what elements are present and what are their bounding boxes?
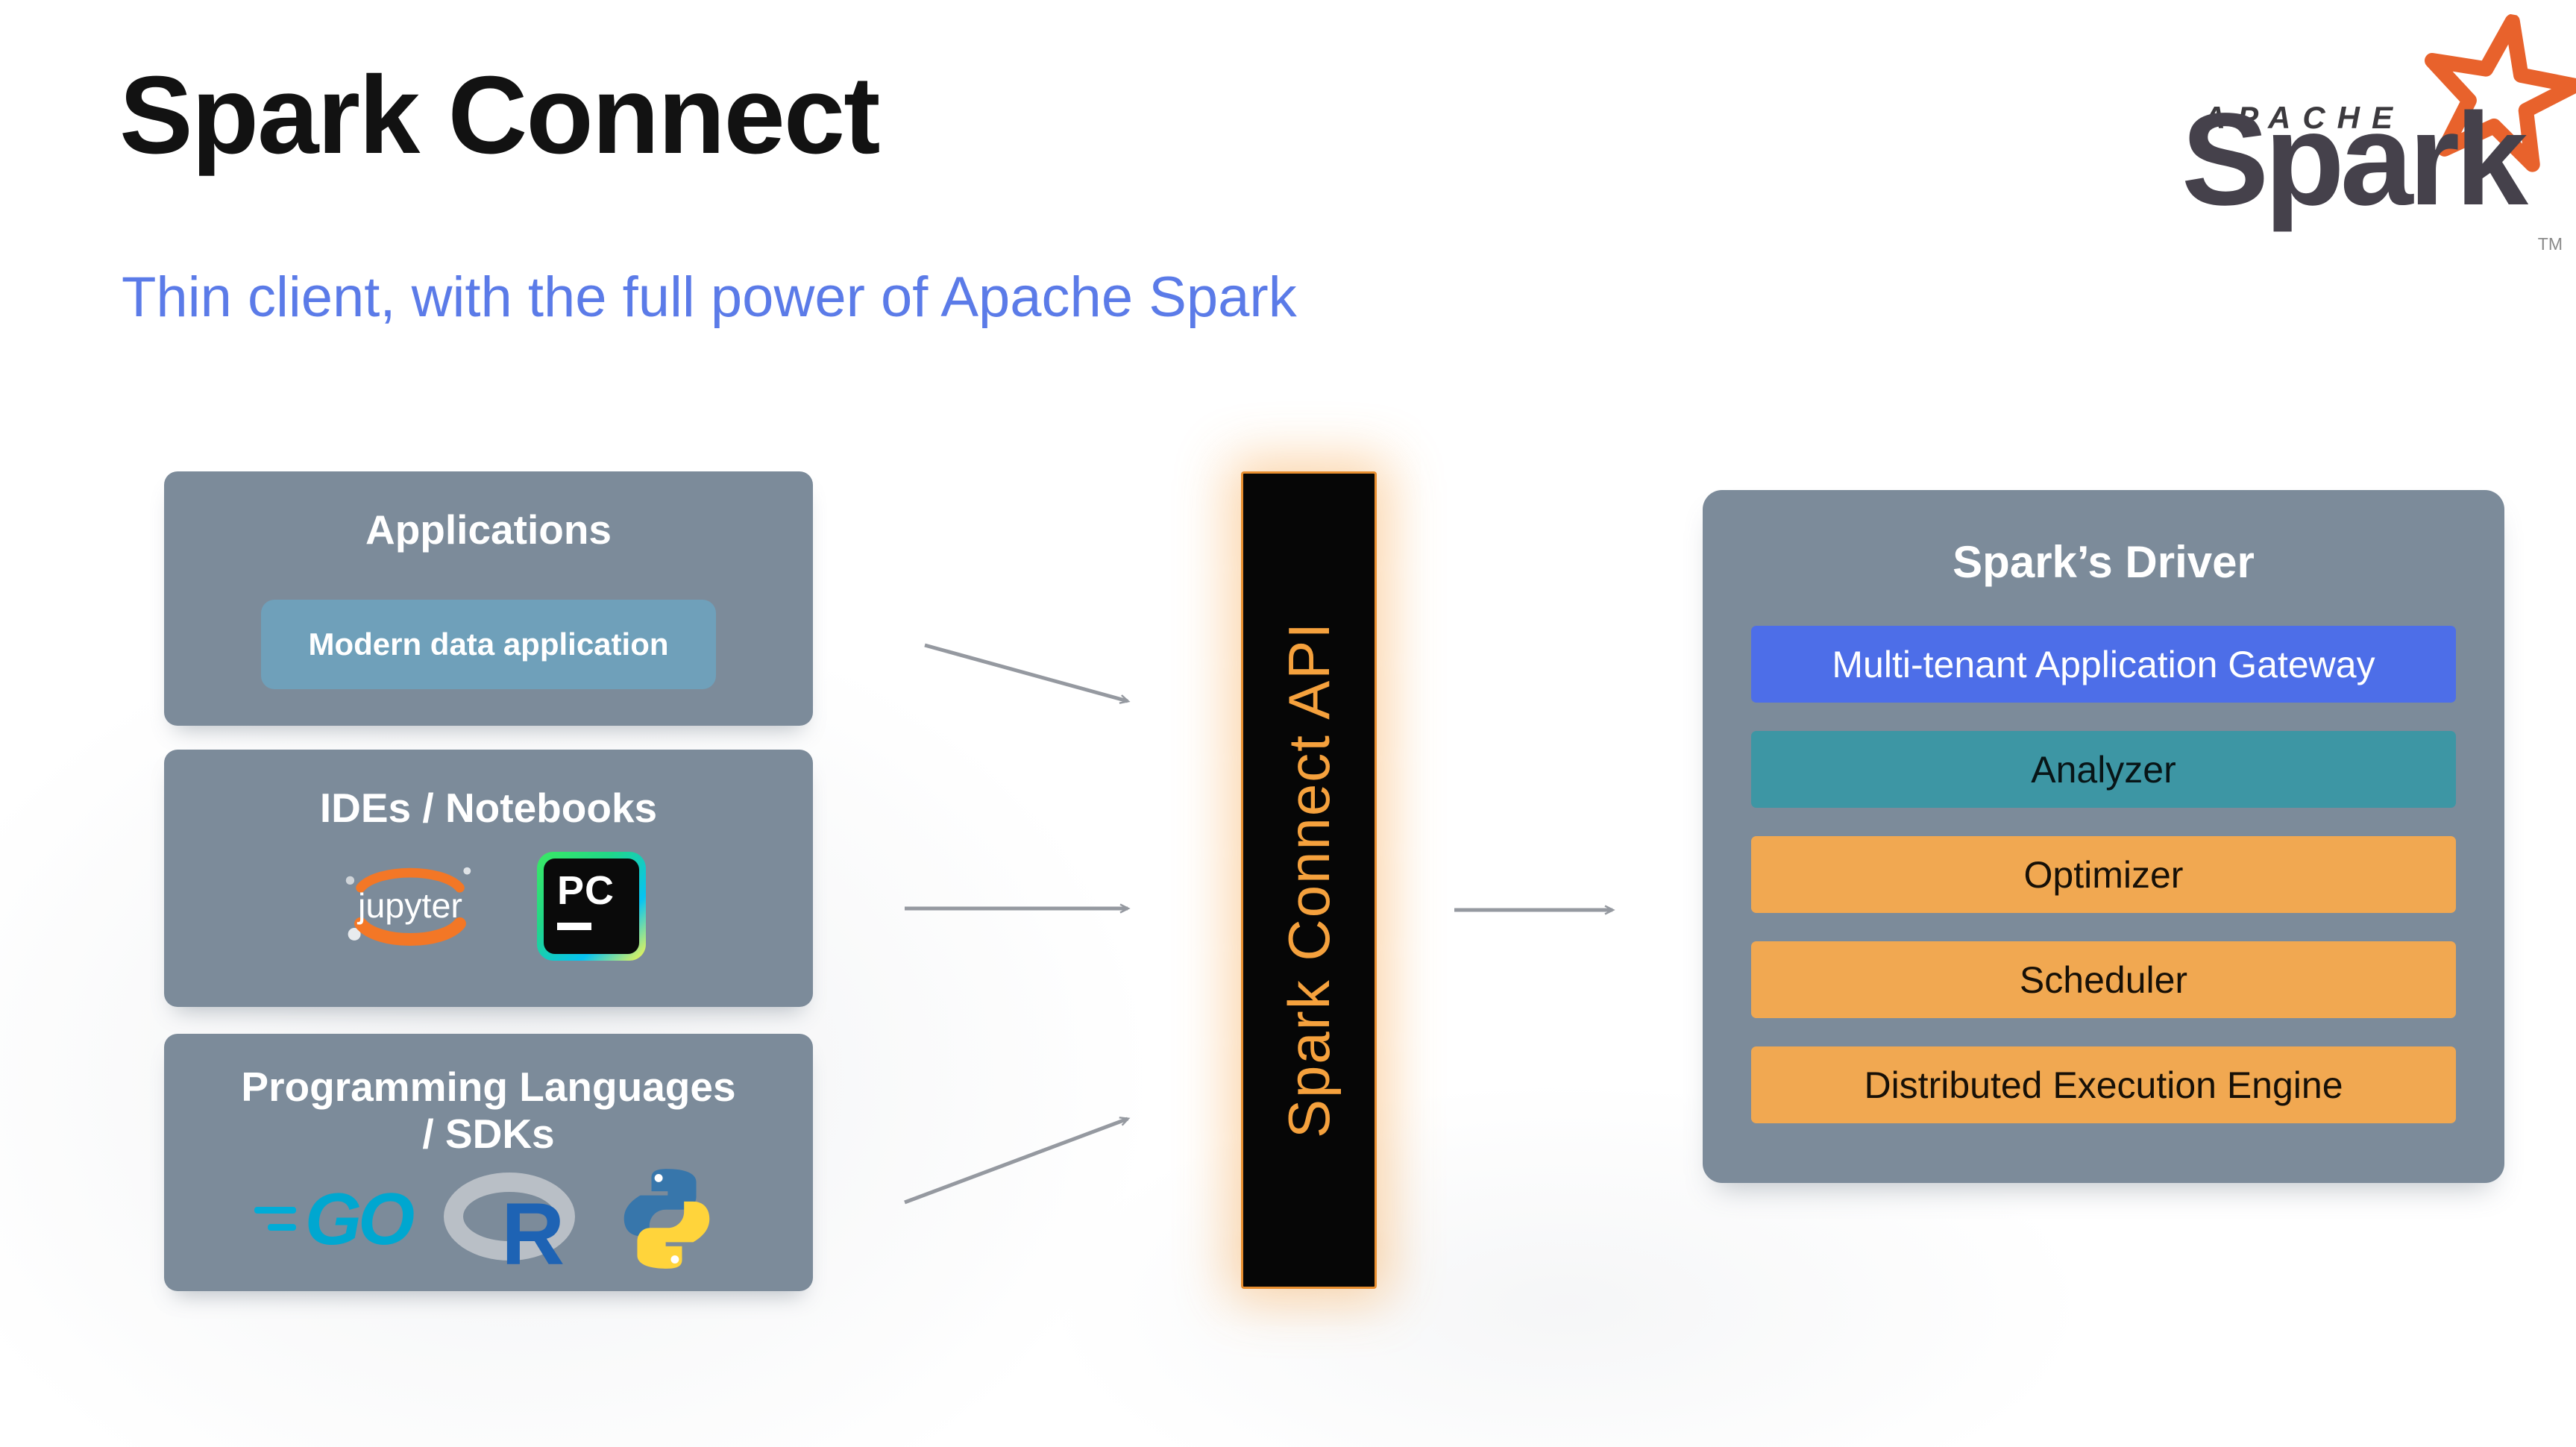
jupyter-label: jupyter <box>356 886 462 925</box>
pycharm-label: PC <box>557 868 615 913</box>
driver-bar-gateway: Multi-tenant Application Gateway <box>1751 626 2456 703</box>
spark-driver-panel: Spark’s Driver Multi-tenant Application … <box>1703 490 2504 1183</box>
logo-tm-text: TM <box>2537 234 2563 254</box>
driver-bar-execution-engine: Distributed Execution Engine <box>1751 1046 2456 1123</box>
spark-driver-title: Spark’s Driver <box>1953 537 2255 587</box>
apache-spark-logo: APACHE Spark TM <box>2129 13 2576 260</box>
applications-box: Applications Modern data application <box>164 471 813 726</box>
r-logo-icon: R <box>444 1167 578 1278</box>
pycharm-icon: PC <box>537 852 646 961</box>
ides-notebooks-box: IDEs / Notebooks jupyter PC <box>164 750 813 1007</box>
jupyter-icon: jupyter <box>345 867 471 946</box>
modern-data-application-tag: Modern data application <box>261 600 716 689</box>
driver-bar-analyzer: Analyzer <box>1751 731 2456 808</box>
pycharm-underscore <box>557 923 591 930</box>
driver-bar-scheduler: Scheduler <box>1751 941 2456 1018</box>
spark-connect-api-label: Spark Connect API <box>1275 621 1342 1139</box>
go-speed-lines <box>254 1206 296 1231</box>
applications-title: Applications <box>365 506 612 553</box>
go-logo-icon: GO <box>254 1177 415 1260</box>
page-subtitle: Thin client, with the full power of Apac… <box>122 266 1297 329</box>
arrow-languages-to-api <box>904 1119 1128 1205</box>
python-logo-icon <box>623 1168 710 1269</box>
arrow-applications-to-api <box>924 643 1128 701</box>
logo-apache-text: APACHE <box>2202 100 2404 135</box>
logo-spark-text: Spark <box>2181 87 2528 233</box>
languages-title: Programming Languages / SDKs <box>241 1064 736 1158</box>
ides-title: IDEs / Notebooks <box>319 785 658 831</box>
spark-star-icon <box>2425 13 2576 172</box>
spark-connect-api-bar: Spark Connect API <box>1241 471 1377 1289</box>
r-label: R <box>501 1184 565 1284</box>
languages-sdks-box: Programming Languages / SDKs GO R <box>164 1034 813 1291</box>
driver-bar-optimizer: Optimizer <box>1751 836 2456 913</box>
page-title: Spark Connect <box>119 54 880 177</box>
driver-bars: Multi-tenant Application Gateway Analyze… <box>1751 626 2456 1152</box>
go-label: GO <box>304 1177 415 1260</box>
